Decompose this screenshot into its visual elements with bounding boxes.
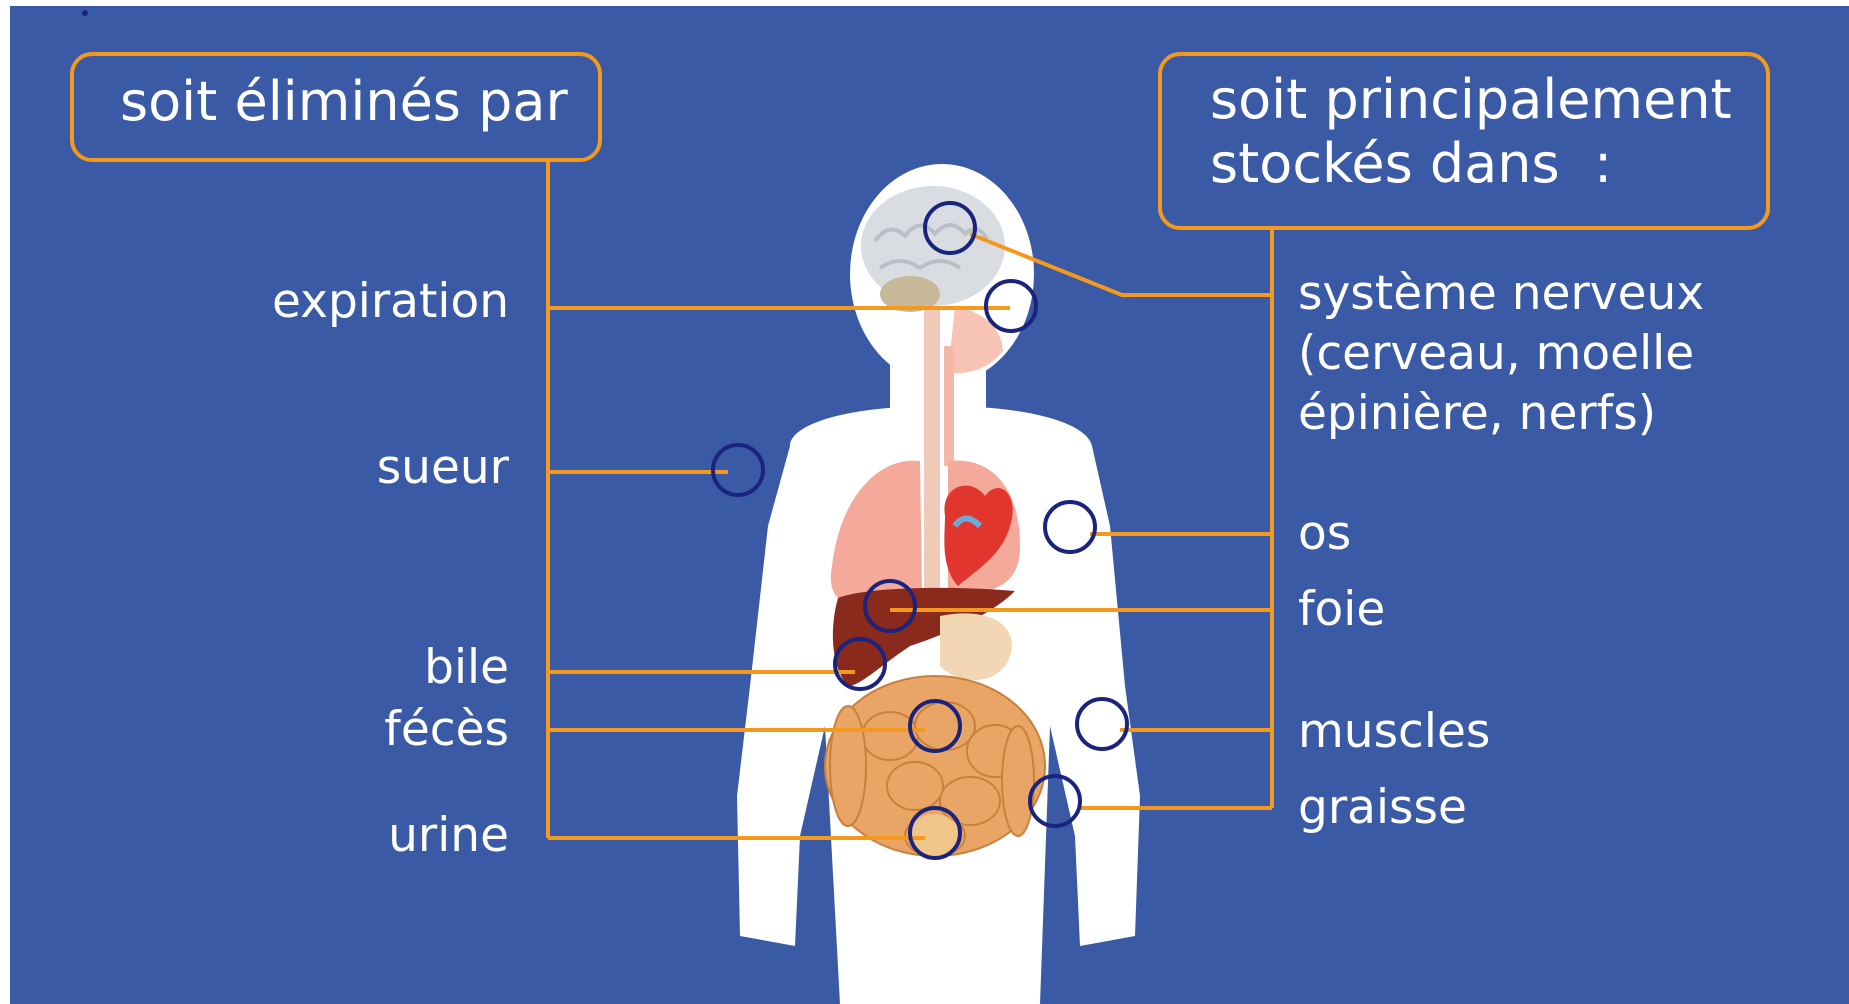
label-os: os — [1298, 506, 1351, 562]
left-header-text: soit éliminés par — [120, 70, 568, 134]
marker-feces — [910, 701, 960, 751]
marker-liver — [865, 581, 915, 631]
connector-nervous — [970, 234, 1272, 295]
marker-bone — [1045, 502, 1095, 552]
right-header-box: soit principalement stockés dans : — [1158, 52, 1770, 230]
label-nervous-system: système nerveux (cerveau, moelle épinièr… — [1298, 264, 1704, 444]
label-bile: bile — [424, 640, 509, 696]
marker-brain — [925, 203, 975, 253]
label-expiration: expiration — [272, 274, 509, 330]
marker-bile — [835, 639, 885, 689]
marker-fat — [1030, 776, 1080, 826]
label-muscles: muscles — [1298, 704, 1490, 760]
marker-muscle — [1077, 699, 1127, 749]
right-header-text: soit principalement stockés dans : — [1210, 68, 1732, 196]
marker-urine — [910, 808, 960, 858]
diagram-panel: soit éliminés par soit principalement st… — [10, 6, 1849, 1004]
label-foie: foie — [1298, 582, 1385, 638]
label-feces: fécès — [384, 702, 509, 758]
label-sueur: sueur — [377, 440, 509, 496]
left-header-box: soit éliminés par — [70, 52, 602, 162]
label-urine: urine — [388, 808, 509, 864]
label-graisse: graisse — [1298, 780, 1467, 836]
